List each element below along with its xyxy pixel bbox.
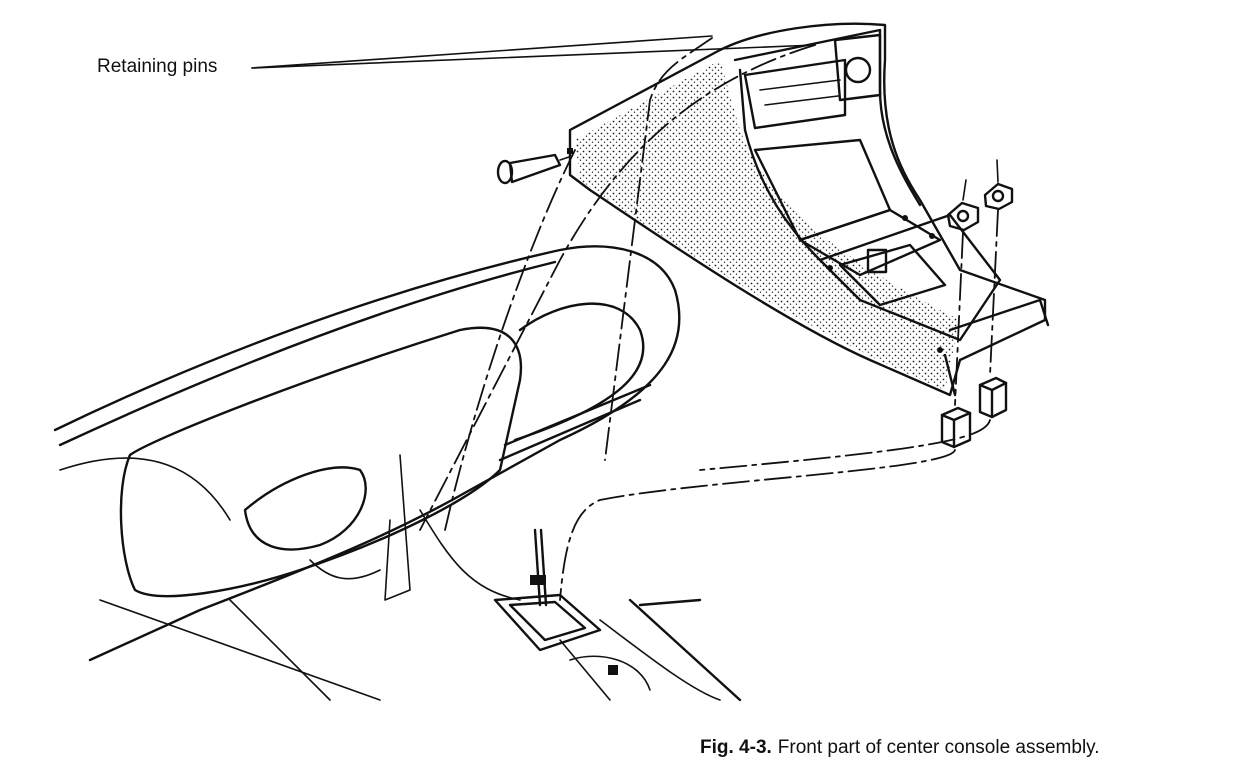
figure-caption-text: Front part of center console assembly. — [777, 737, 1100, 758]
retaining-nuts — [946, 159, 1014, 232]
assembly-lines — [419, 37, 999, 601]
shifter-base — [493, 528, 651, 691]
figure-number: Fig. 4-3. — [700, 737, 772, 758]
callout-leader-lines — [251, 35, 816, 69]
instrument-panel — [53, 245, 742, 702]
mounting-screw — [496, 148, 573, 185]
figure-caption: Fig. 4-3.Front part of center console as… — [700, 737, 1100, 759]
center-console — [568, 22, 1050, 397]
retaining-pins-label: Retaining pins — [97, 56, 218, 77]
